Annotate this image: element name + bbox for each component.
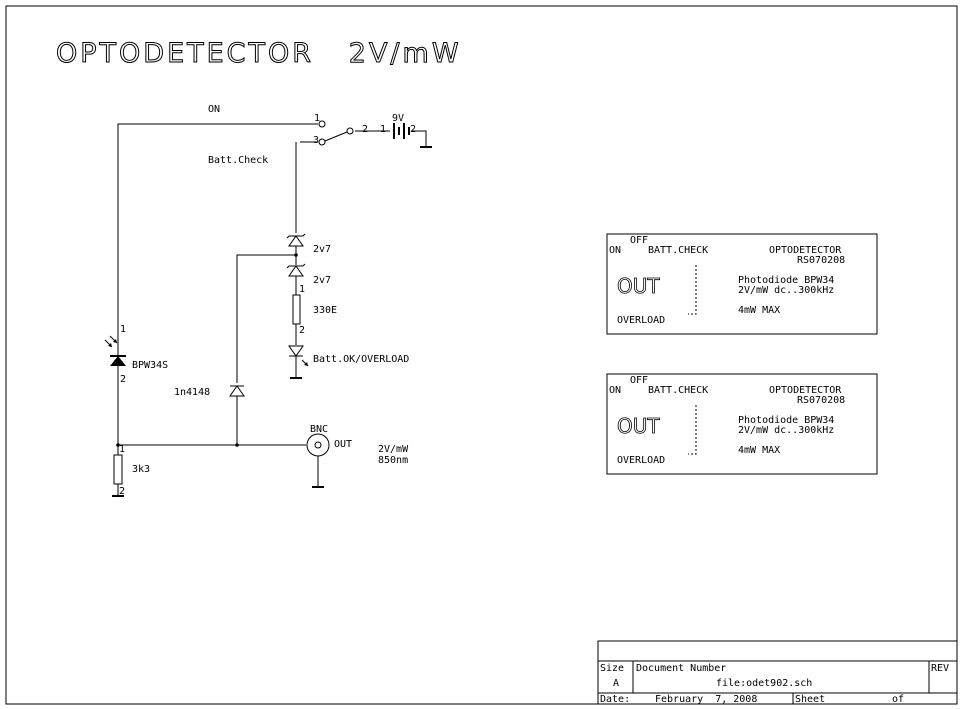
panel-desc1: Photodiode BPW34	[738, 275, 834, 286]
front-panel-2: OFF ON BATT.CHECK OPTODETECTOR RS070208 …	[606, 373, 878, 475]
bnc-connector	[306, 433, 330, 488]
panel-max: 4mW MAX	[738, 445, 780, 456]
photodiode-pin1: 1	[120, 324, 126, 335]
led-symbol	[288, 345, 309, 379]
diode-value: 1n4148	[174, 387, 210, 398]
panel-max: 4mW MAX	[738, 305, 780, 316]
panel-name: OPTODETECTOR	[769, 385, 842, 396]
tb-date-value: February 7, 2008	[655, 694, 757, 705]
title-block: Size A Document Number file:odet902.sch …	[597, 640, 958, 705]
junction-dot	[235, 443, 239, 447]
panel-code: RS070208	[797, 255, 845, 266]
photodiode-pin2: 2	[120, 374, 126, 385]
zener2-value: 2v7	[313, 275, 331, 286]
panel-batt-check: BATT.CHECK	[648, 385, 708, 396]
battery-pin1: 1	[380, 124, 386, 135]
panel-out: OUT	[617, 274, 660, 298]
tb-docnum-value: file:odet902.sch	[716, 678, 812, 689]
tb-rev-label: REV	[931, 663, 949, 674]
switch-spdt: 1 3 2	[313, 113, 368, 146]
diode-1n4148	[229, 385, 245, 397]
battery-value: 9V	[392, 113, 404, 124]
sheet-border	[5, 5, 958, 705]
panel-on: ON	[609, 245, 621, 256]
switch-on-label: ON	[208, 104, 220, 115]
panel-overload: OVERLOAD	[617, 315, 665, 326]
switch-pin2: 2	[362, 124, 368, 135]
schematic-title: OPTODETECTOR 2V/mW	[56, 38, 462, 69]
zener1-value: 2v7	[313, 244, 331, 255]
resistor3k3-pin2: 2	[119, 486, 125, 497]
panel-off: OFF	[630, 375, 648, 386]
switch-pin3: 3	[313, 135, 319, 146]
tb-size-label: Size	[600, 663, 624, 674]
photodiode-value: BPW34S	[132, 360, 168, 371]
panel-desc2: 2V/mW dc..300kHz	[738, 285, 834, 296]
resistor330-pin1: 1	[299, 284, 305, 295]
zener-diode-2	[286, 263, 306, 277]
tb-docnum-label: Document Number	[636, 663, 726, 674]
panel-overload: OVERLOAD	[617, 455, 665, 466]
bnc-spec1: 2V/mW	[378, 444, 409, 455]
junction-dot	[116, 443, 120, 447]
panel-out: OUT	[617, 414, 660, 438]
resistor3k3-value: 3k3	[132, 464, 150, 475]
bnc-spec2: 850nm	[378, 455, 408, 466]
bnc-label: BNC	[310, 424, 328, 435]
panel-on: ON	[609, 385, 621, 396]
switch-check-label: Batt.Check	[208, 155, 268, 166]
panel-desc2: 2V/mW dc..300kHz	[738, 425, 834, 436]
panel-name: OPTODETECTOR	[769, 245, 842, 256]
tb-of-label: of	[892, 694, 904, 705]
battery-symbol: 1 2 9V	[380, 113, 432, 148]
led-value: Batt.OK/OVERLOAD	[313, 354, 409, 365]
bnc-out: OUT	[334, 439, 352, 450]
resistor330-pin2: 2	[299, 325, 305, 336]
panel-desc1: Photodiode BPW34	[738, 415, 834, 426]
switch-pin1: 1	[314, 113, 320, 124]
resistor-3k3	[112, 454, 124, 497]
tb-date-label: Date:	[600, 694, 630, 705]
front-panel-1: OFF ON BATT.CHECK OPTODETECTOR RS070208 …	[606, 233, 878, 335]
panel-off: OFF	[630, 235, 648, 246]
wires	[117, 123, 427, 496]
tb-size-value: A	[613, 678, 619, 689]
panel-batt-check: BATT.CHECK	[648, 245, 708, 256]
photodiode-symbol	[104, 335, 126, 366]
resistor-330	[292, 294, 301, 325]
zener-diode-1	[286, 233, 306, 247]
battery-pin2: 2	[410, 124, 416, 135]
junction-dot	[294, 253, 298, 257]
resistor3k3-pin1: 1	[119, 444, 125, 455]
panel-code: RS070208	[797, 395, 845, 406]
tb-sheet-label: Sheet	[795, 694, 825, 705]
resistor330-value: 330E	[313, 305, 337, 316]
